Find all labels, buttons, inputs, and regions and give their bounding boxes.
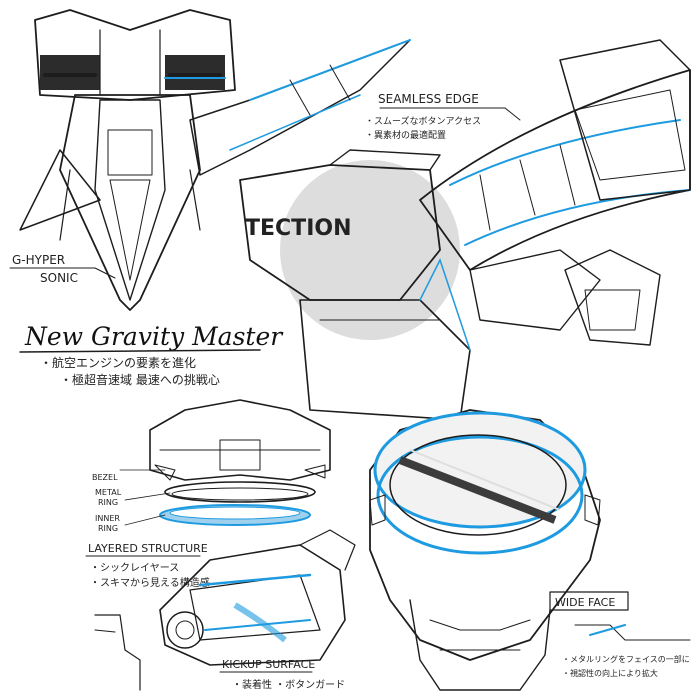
layered-note-1: ・シックレイヤース	[90, 562, 179, 574]
kickup-sketch: KICKUP SURFACE ・装着性 ・ボタンガード	[94, 529, 356, 691]
wide-face-sketch: WIDE FACE ・メタルリングをフェイスの一部に ・視認性の向上により拡大	[369, 409, 691, 691]
title-block: New Gravity Master ・航空エンジンの要素を進化 ・極超音速域 …	[19, 322, 284, 387]
inner-ring-label-line-2: RING	[98, 524, 118, 533]
kickup-note: ・装着性 ・ボタンガード	[232, 678, 345, 691]
inner-ring-label-line-1: INNER	[95, 514, 120, 523]
page-title: New Gravity Master	[24, 322, 284, 351]
jet-sketch: G-HYPER SONIC	[9, 9, 411, 311]
wide-face-label: WIDE FACE	[555, 596, 615, 609]
wide-face-note-2: ・視認性の向上により拡大	[562, 668, 658, 678]
seamless-note-1: ・スムーズなボタンアクセス	[365, 115, 481, 127]
g-hyper-sonic-label-line-2: SONIC	[40, 271, 78, 285]
seamless-edge-label: SEAMLESS EDGE	[378, 92, 479, 106]
tection-label: TECTION	[245, 216, 352, 241]
g-hyper-sonic-label-line-1: G-HYPER	[12, 253, 65, 267]
kickup-surface-label: KICKUP SURFACE	[222, 658, 315, 671]
wide-face-note-1: ・メタルリングをフェイスの一部に	[562, 654, 690, 664]
layered-structure-label: LAYERED STRUCTURE	[88, 542, 208, 555]
layered-note-2: ・スキマから見える構造感	[90, 576, 210, 589]
metal-ring-label-line-2: RING	[98, 498, 118, 507]
exploded-view-sketch: BEZEL METAL RING INNER RING LAYERED STRU…	[85, 399, 331, 589]
title-note-1: ・航空エンジンの要素を進化	[40, 355, 196, 370]
metal-ring-label-line-1: METAL	[95, 488, 122, 497]
bezel-label: BEZEL	[92, 473, 118, 482]
title-note-2: ・極超音速域 最速への挑戦心	[60, 372, 220, 387]
seamless-note-2: ・異素材の最適配置	[365, 129, 446, 141]
bezel-closeup-sketch: TECTION SEAMLESS EDGE ・スムーズなボタンアクセス ・異素材…	[239, 39, 691, 421]
